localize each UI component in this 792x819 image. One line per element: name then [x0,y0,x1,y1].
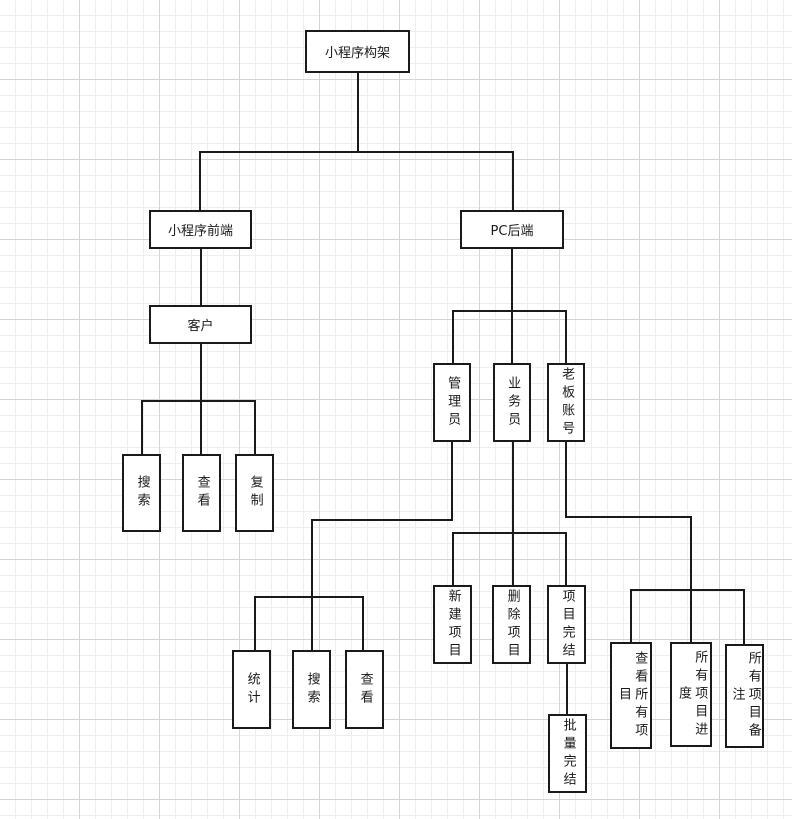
new-project-node: 新建项目 [433,585,472,664]
customer-view-node: 查看 [182,454,221,532]
backend-node: PC后端 [460,210,564,249]
delete-project-node: 删除项目 [492,585,531,664]
batch-complete-node: 批量完结 [548,714,587,793]
all-project-notes-node: 所有项目备注 [725,644,764,748]
manager-node: 管理员 [433,363,471,442]
view-all-projects-node: 查看所有项目 [610,642,652,749]
frontend-node: 小程序前端 [149,210,252,249]
sales-node: 业务员 [493,363,531,442]
root-node: 小程序构架 [305,30,410,73]
manager-stats-node: 统计 [232,650,271,729]
complete-project-node: 项目完结 [547,585,586,664]
manager-search-node: 搜索 [292,650,331,729]
customer-copy-node: 复制 [235,454,274,532]
manager-view-node: 查看 [345,650,384,729]
customer-node: 客户 [149,305,252,344]
all-project-progress-node: 所有项目进度 [670,642,712,747]
boss-account-node: 老板账号 [547,363,585,442]
customer-search-node: 搜索 [122,454,161,532]
